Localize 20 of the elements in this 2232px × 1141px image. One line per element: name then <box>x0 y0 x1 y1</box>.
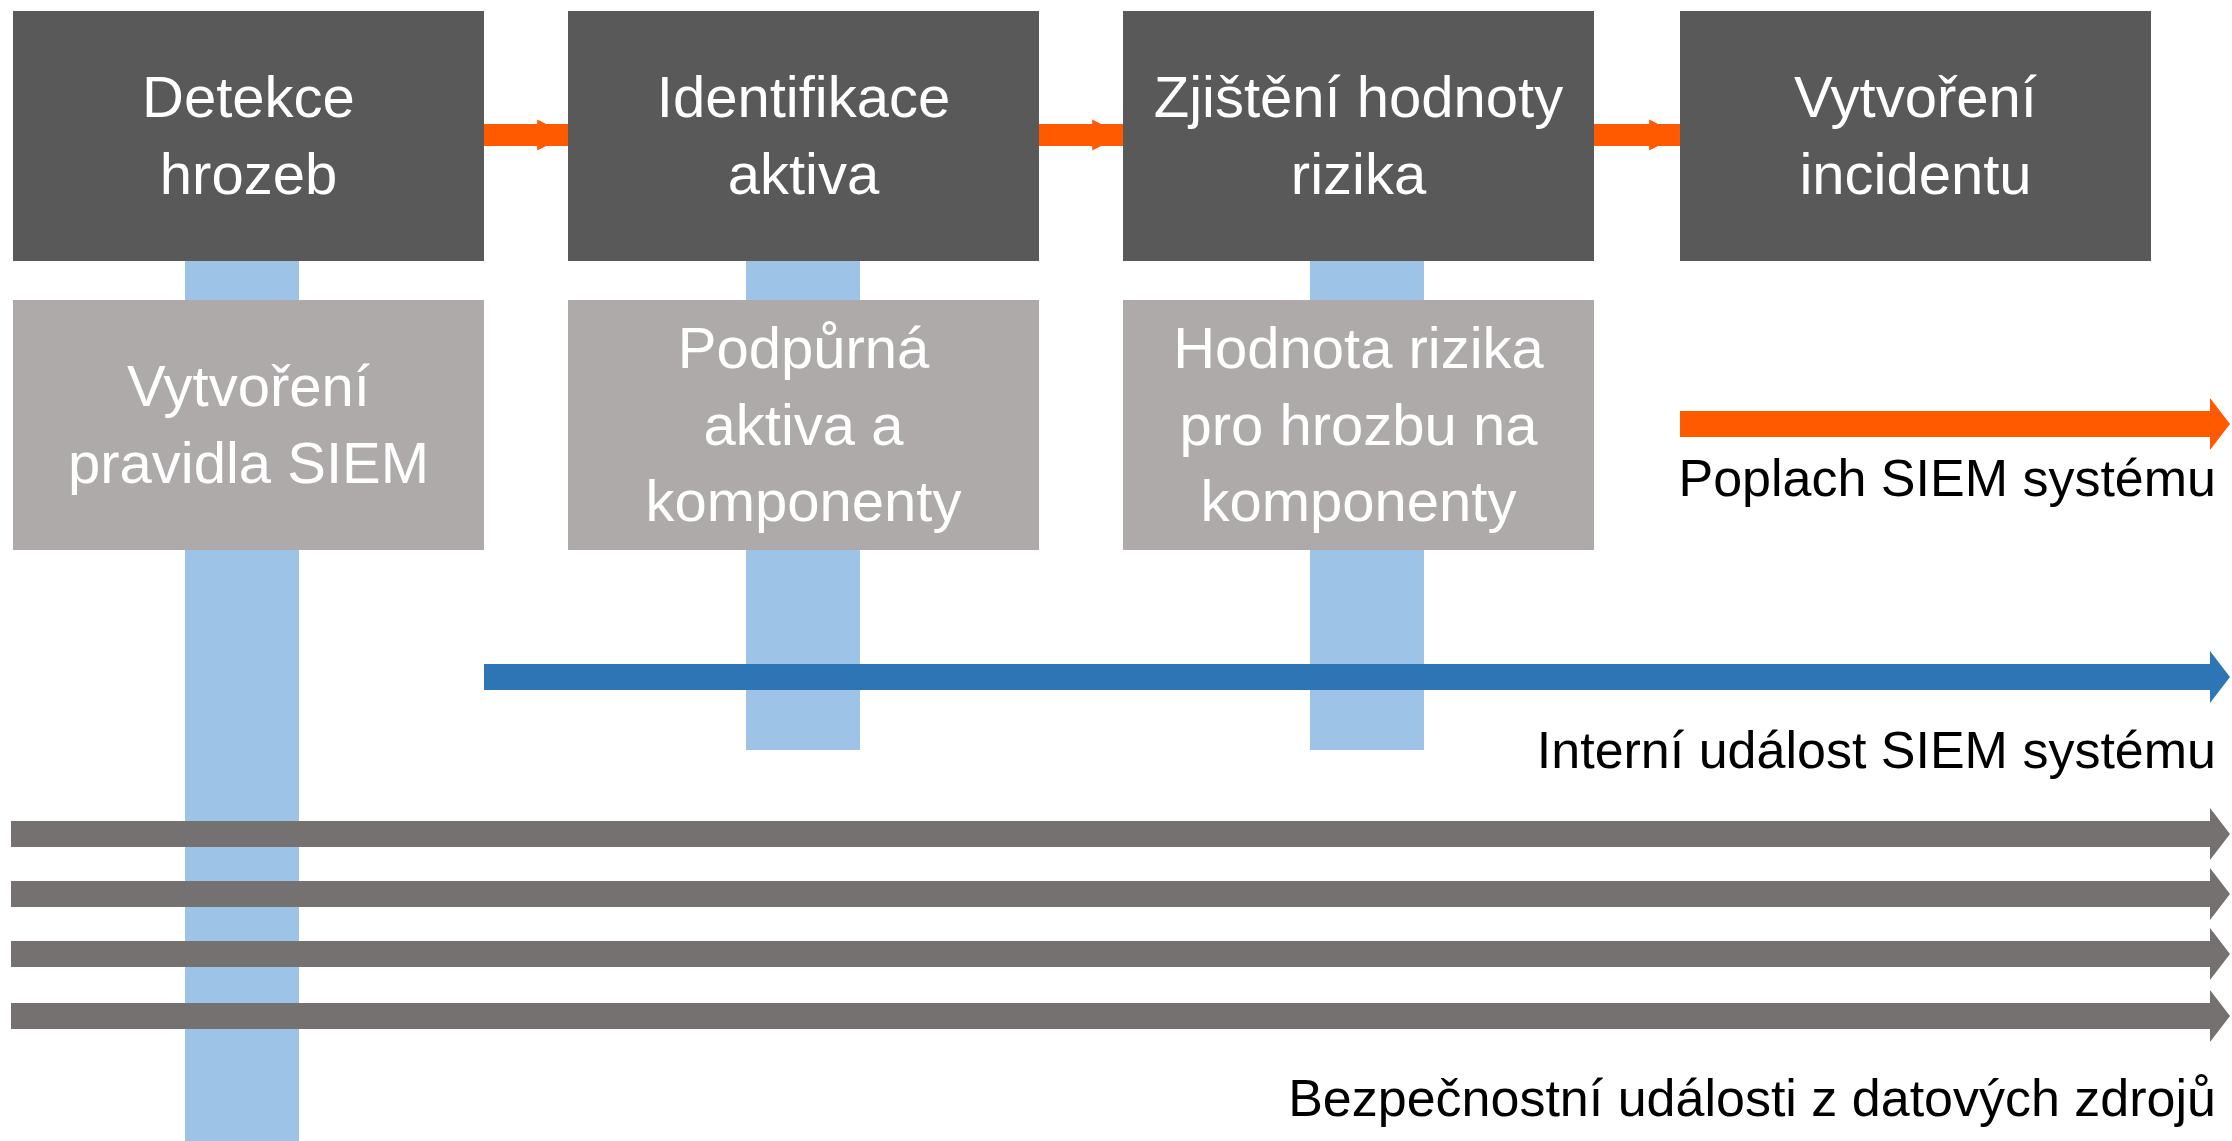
input-box <box>1123 300 1594 550</box>
step-text: Detekce hrozeb <box>141 63 356 208</box>
arrow <box>484 119 568 151</box>
flow-label: Poplach SIEM systému <box>1678 448 2216 508</box>
arrow <box>1594 119 1680 151</box>
process-box <box>568 11 1039 261</box>
input-box <box>13 300 484 550</box>
flow-label: Interní událost SIEM systému <box>1536 720 2216 780</box>
flow-label: Bezpečnostní události z datových zdrojů <box>1288 1068 2216 1128</box>
arrow <box>1039 119 1123 151</box>
process-box <box>1123 11 1594 261</box>
process-box <box>1680 11 2151 261</box>
step-text: Vytvoření pravidla SIEM <box>67 352 430 497</box>
step-text: Podpůrná aktiva a komponenty <box>644 314 963 536</box>
process-box <box>13 11 484 261</box>
input-box <box>568 300 1039 550</box>
step-text: Zjištění hodnoty rizika <box>1153 63 1564 208</box>
step-text: Hodnota rizika pro hrozbu na komponenty <box>1172 314 1545 536</box>
step-text: Vytvoření incidentu <box>1793 63 2038 208</box>
step-text: Identifikace aktiva <box>655 63 952 208</box>
